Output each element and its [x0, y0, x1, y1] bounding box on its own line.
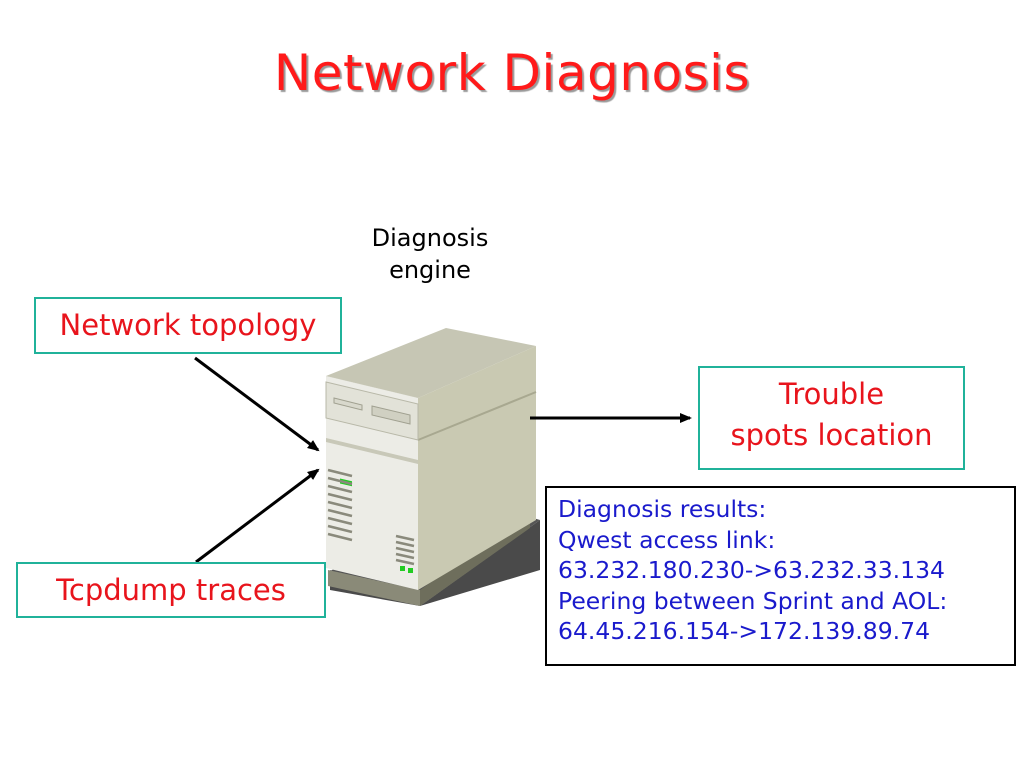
page-title: Network Diagnosis — [273, 44, 751, 102]
engine-label-line2: engine — [389, 256, 471, 284]
results-line: 63.232.180.230->63.232.33.134 — [558, 556, 945, 584]
trouble-spots-box: Trouble spots location — [698, 366, 965, 470]
trouble-spots-line1: Trouble — [778, 377, 885, 411]
network-topology-box: Network topology — [34, 297, 342, 354]
results-line: Peering between Sprint and AOL: — [558, 586, 948, 615]
led-icon — [408, 568, 413, 573]
arrow-tcpdump-to-engine — [195, 468, 320, 564]
arrow-topology-to-engine — [194, 356, 320, 452]
tcpdump-traces-box: Tcpdump traces — [16, 562, 326, 618]
diagnosis-results-box: Diagnosis results: Qwest access link: 63… — [545, 486, 1016, 666]
results-line: Diagnosis results: — [558, 495, 767, 523]
led-icon — [400, 566, 405, 571]
engine-label: Diagnosis engine — [350, 222, 510, 286]
server-icon — [325, 328, 540, 606]
results-line: 64.45.216.154->172.139.89.74 — [558, 617, 931, 645]
trouble-spots-line2: spots location — [730, 418, 933, 452]
engine-label-line1: Diagnosis — [371, 224, 489, 252]
results-line: Qwest access link: — [558, 525, 776, 554]
